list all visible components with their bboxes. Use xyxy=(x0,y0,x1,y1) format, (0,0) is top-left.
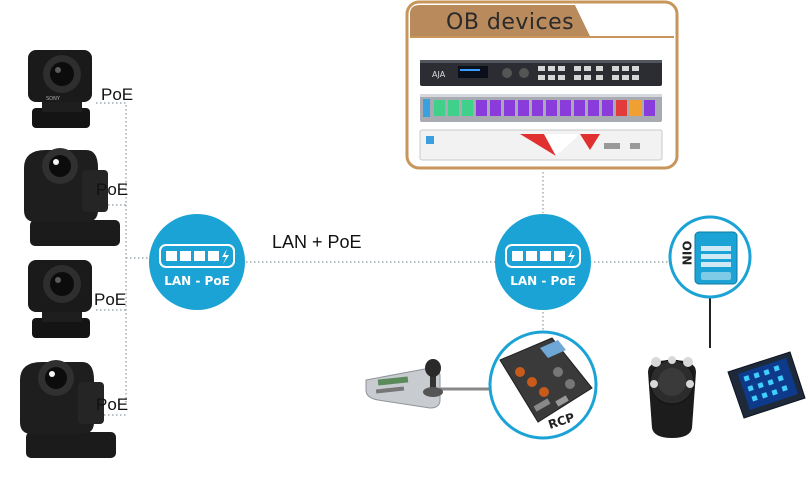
ob-devices-title: OB devices xyxy=(446,10,575,35)
network-switch-icon xyxy=(495,214,591,310)
camera-4-poe-label: PoE xyxy=(96,395,129,414)
connection-lines xyxy=(96,102,672,416)
ob-rack-device-icon xyxy=(419,129,663,161)
jog-controller-icon xyxy=(648,356,696,438)
ob-panel-header-fill xyxy=(575,5,674,36)
ob-devices-panel: AJA xyxy=(405,0,679,170)
camera-3-poe-label: PoE xyxy=(94,290,127,309)
ptz-camera-icon: SONY xyxy=(28,50,92,128)
svg-text:SONY: SONY xyxy=(46,96,61,102)
joystick-controller-icon xyxy=(365,359,443,409)
ob-rack-device-icon xyxy=(420,94,662,122)
camera-1-link xyxy=(96,102,127,405)
rcp-panel-icon xyxy=(488,330,598,440)
nio-device-icon xyxy=(668,215,752,299)
ptz-camera-icon xyxy=(24,148,120,246)
ob-panel-header-rule xyxy=(410,36,674,38)
ptz-camera-icon xyxy=(28,260,92,338)
lan-poe-link-label: LAN + PoE xyxy=(272,232,362,252)
stream-deck-icon xyxy=(727,351,806,419)
ob-panel-header-tab xyxy=(410,5,590,36)
switch-1-label: LAN - PoE xyxy=(164,274,230,288)
ob-rack-device-icon: AJA xyxy=(420,60,662,86)
ptz-camera-icon xyxy=(20,360,116,458)
switch-2-label: LAN - PoE xyxy=(510,274,576,288)
camera-1-poe-label: PoE xyxy=(101,85,134,104)
camera-2-poe-label: PoE xyxy=(96,180,129,199)
svg-text:AJA: AJA xyxy=(432,70,446,79)
nio-label: NIO xyxy=(680,240,695,266)
network-switch-icon xyxy=(149,214,245,310)
